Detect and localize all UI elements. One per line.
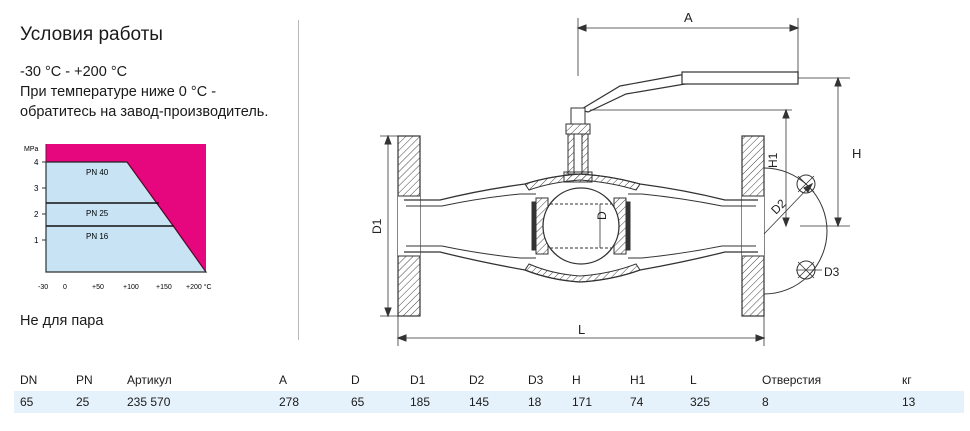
x-tick-100: +100 (123, 284, 139, 291)
header-h: H (572, 373, 581, 387)
dim-label-l: L (578, 322, 585, 337)
cell-h: 171 (566, 391, 624, 413)
header-a: A (279, 373, 288, 387)
cell-pn: 25 (70, 391, 121, 413)
spec-header-row: DN PN Артикул A D D1 D2 D3 H H1 L Отверс… (14, 369, 964, 391)
pressure-temperature-chart: MPa 4 3 2 1 PN 40 PN 25 PN 16 -30 0 +50 … (24, 144, 212, 291)
conditions-text: -30 °C - +200 °C При температуре ниже 0 … (20, 62, 268, 122)
x-tick-50: +50 (92, 284, 104, 291)
not-for-steam-note: Не для пара (20, 313, 104, 329)
conditions-title: Условия работы (20, 24, 163, 45)
y-tick-3: 3 (34, 184, 39, 193)
cell-article: 235 570 (121, 391, 273, 413)
x-tick-minus30: -30 (38, 284, 48, 291)
cell-d2: 145 (463, 391, 522, 413)
band-label-pn40: PN 40 (86, 168, 109, 177)
dim-label-d1: D1 (370, 218, 384, 234)
header-d2: D2 (469, 373, 485, 387)
x-tick-150: +150 (156, 284, 172, 291)
x-tick-0: 0 (63, 284, 67, 291)
header-dn: DN (20, 373, 38, 387)
table-row: 65 25 235 570 278 65 185 145 18 171 74 3… (14, 391, 964, 413)
y-tick-1: 1 (34, 236, 39, 245)
dim-label-d: D (595, 211, 609, 220)
spec-table: DN PN Артикул A D D1 D2 D3 H H1 L Отверс… (14, 369, 964, 413)
header-article: Артикул (127, 373, 172, 387)
valve-drawing: A H H1 D1 D D2 D3 L (370, 10, 861, 346)
cell-dn: 65 (14, 391, 70, 413)
dim-label-h: H (852, 146, 861, 161)
band-label-pn25: PN 25 (86, 209, 109, 218)
y-unit-label: MPa (24, 146, 39, 153)
band-label-pn16: PN 16 (86, 232, 109, 241)
temperature-note-line2: обратитесь на завод-производитель. (20, 104, 269, 120)
y-tick-2: 2 (34, 210, 39, 219)
header-d3: D3 (528, 373, 544, 387)
column-divider (298, 20, 299, 340)
header-holes: Отверстия (762, 373, 822, 387)
cell-d1: 185 (404, 391, 463, 413)
dim-label-d3: D3 (824, 265, 840, 279)
x-tick-200: +200 °C (186, 283, 212, 291)
header-pn: PN (76, 373, 93, 387)
header-kg: кг (902, 373, 912, 387)
cell-holes: 8 (756, 391, 896, 413)
header-h1: H1 (630, 373, 646, 387)
cell-kg: 13 (896, 391, 964, 413)
cell-d: 65 (345, 391, 404, 413)
cell-h1: 74 (624, 391, 684, 413)
cell-a: 278 (273, 391, 345, 413)
cell-l: 325 (684, 391, 756, 413)
temperature-note-line1: При температуре ниже 0 °C - (20, 84, 217, 100)
dim-label-a: A (684, 10, 693, 25)
temperature-range: -30 °C - +200 °C (20, 64, 128, 80)
dim-label-h1: H1 (766, 152, 780, 168)
header-d1: D1 (410, 373, 426, 387)
y-tick-4: 4 (34, 158, 39, 167)
header-l: L (690, 373, 697, 387)
header-d: D (351, 373, 360, 387)
cell-d3: 18 (522, 391, 566, 413)
